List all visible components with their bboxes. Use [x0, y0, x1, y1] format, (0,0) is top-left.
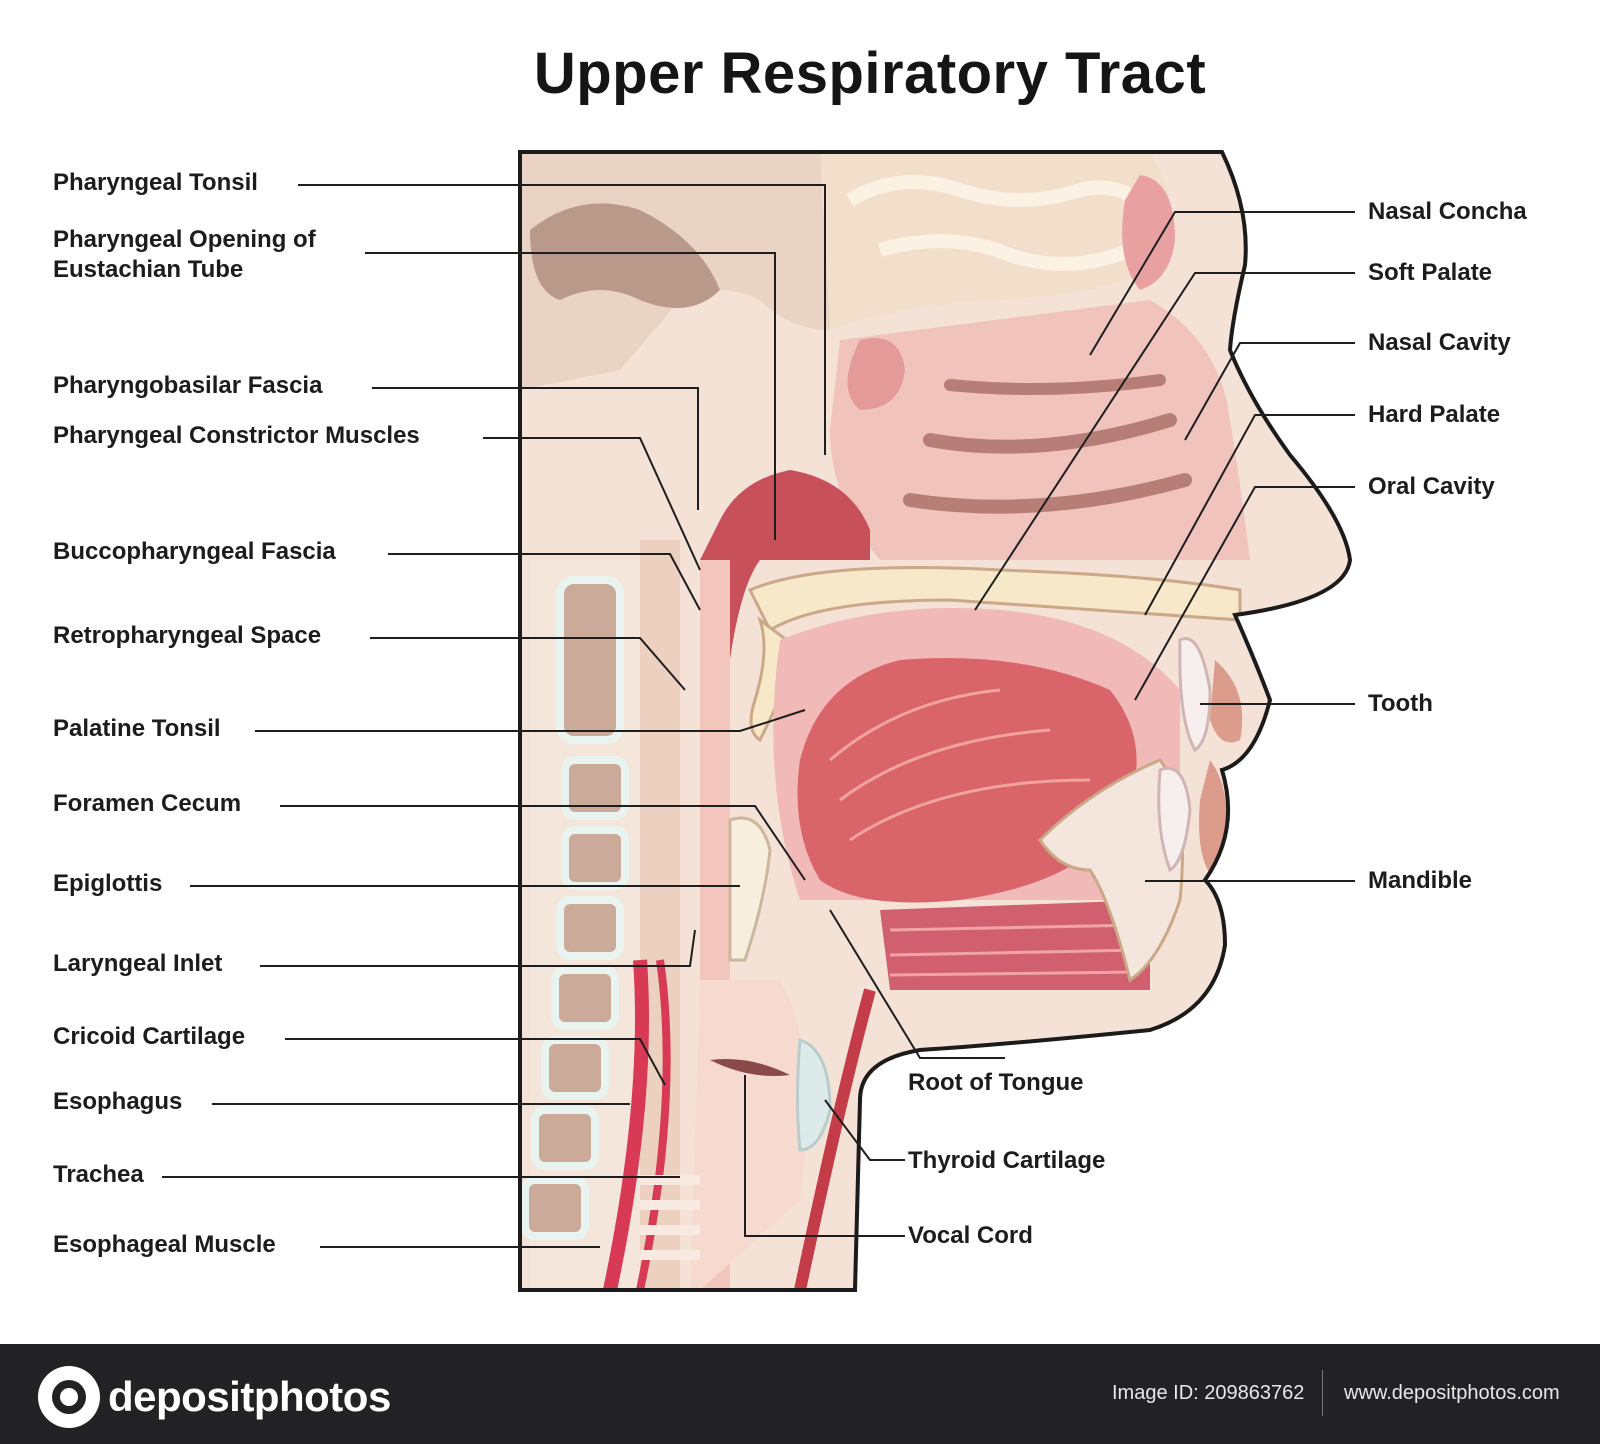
nasal-concha-middle	[923, 413, 1177, 454]
label-hard-palate: Hard Palate	[1368, 401, 1501, 428]
brain-region	[820, 152, 1173, 330]
cervical-spine	[521, 560, 640, 1290]
label-epiglottis: Epiglottis	[53, 870, 163, 897]
label-trachea: Trachea	[53, 1161, 144, 1188]
upper-tooth	[1178, 637, 1212, 753]
trachea-rings	[640, 1175, 700, 1260]
mandible-bone	[1038, 758, 1184, 983]
brand-logo[interactable]: depositphotos	[38, 1366, 391, 1428]
anatomy-illustration	[162, 150, 1355, 1292]
label-eustachian-tube: Eustachian Tube	[53, 256, 244, 283]
label-nasal-cavity: Nasal Cavity	[1368, 329, 1511, 356]
label-nasal-concha: Nasal Concha	[1368, 198, 1527, 225]
nose-vestibule	[1122, 175, 1175, 290]
label-pharyngeal-constrictor-muscles: Pharyngeal Constrictor Muscles	[53, 422, 420, 449]
leader-lines	[162, 184, 1355, 1248]
sinus	[847, 338, 905, 410]
head-section	[520, 152, 1350, 1290]
label-esophagus: Esophagus	[53, 1088, 183, 1115]
label-mandible: Mandible	[1368, 867, 1473, 894]
nasal-concha-upper	[944, 374, 1166, 395]
lower-tooth	[1157, 767, 1192, 873]
label-thyroid-cartilage: Thyroid Cartilage	[908, 1147, 1106, 1174]
label-soft-palate: Soft Palate	[1368, 259, 1493, 286]
label-cricoid-cartilage: Cricoid Cartilage	[53, 1023, 246, 1050]
larynx	[690, 980, 807, 1290]
head-outline	[518, 150, 1353, 1292]
image-id: Image ID: 209863762	[1112, 1382, 1305, 1404]
label-oral-cavity: Oral Cavity	[1368, 473, 1495, 500]
brain-folds	[846, 175, 1155, 216]
vocal-cord-shape	[710, 1059, 790, 1076]
label-foramen-cecum: Foramen Cecum	[53, 790, 242, 817]
site-url[interactable]: www.depositphotos.com	[1344, 1382, 1560, 1404]
footer-divider	[1322, 1370, 1323, 1416]
footer-bar: depositphotos Image ID: 209863762 www.de…	[0, 1344, 1600, 1444]
label-retropharyngeal-space: Retropharyngeal Space	[53, 622, 322, 649]
diagram-title: Upper Respiratory Tract	[533, 41, 1207, 106]
brand-name: depositphotos	[108, 1373, 391, 1420]
nasopharynx	[700, 470, 870, 760]
label-tooth: Tooth	[1368, 690, 1433, 717]
label-laryngeal-inlet: Laryngeal Inlet	[53, 950, 223, 977]
label-esophageal-muscle: Esophageal Muscle	[53, 1231, 276, 1258]
label-palatine-tonsil: Palatine Tonsil	[53, 715, 221, 742]
label-buccopharyngeal-fascia: Buccopharyngeal Fascia	[53, 538, 336, 565]
epiglottis-shape	[728, 816, 772, 962]
camera-icon	[38, 1366, 100, 1428]
neck-front-artery	[794, 988, 876, 1290]
lip-upper	[1210, 660, 1243, 743]
mouth-floor-muscle	[880, 900, 1150, 990]
occipital-bone	[530, 203, 720, 308]
nasal-cavity-region	[830, 300, 1250, 560]
label-vocal-cord: Vocal Cord	[908, 1222, 1033, 1249]
pharyngeal-wall	[640, 540, 680, 1290]
label-pharyngeal-opening: Pharyngeal Opening of	[53, 226, 316, 253]
thyroid-cartilage-shape	[796, 1037, 832, 1152]
label-pharyngobasilar-fascia: Pharyngobasilar Fascia	[53, 372, 323, 399]
label-root-of-tongue: Root of Tongue	[908, 1069, 1084, 1096]
label-pharyngeal-tonsil: Pharyngeal Tonsil	[53, 169, 258, 196]
esophagus-tube	[603, 959, 649, 1290]
